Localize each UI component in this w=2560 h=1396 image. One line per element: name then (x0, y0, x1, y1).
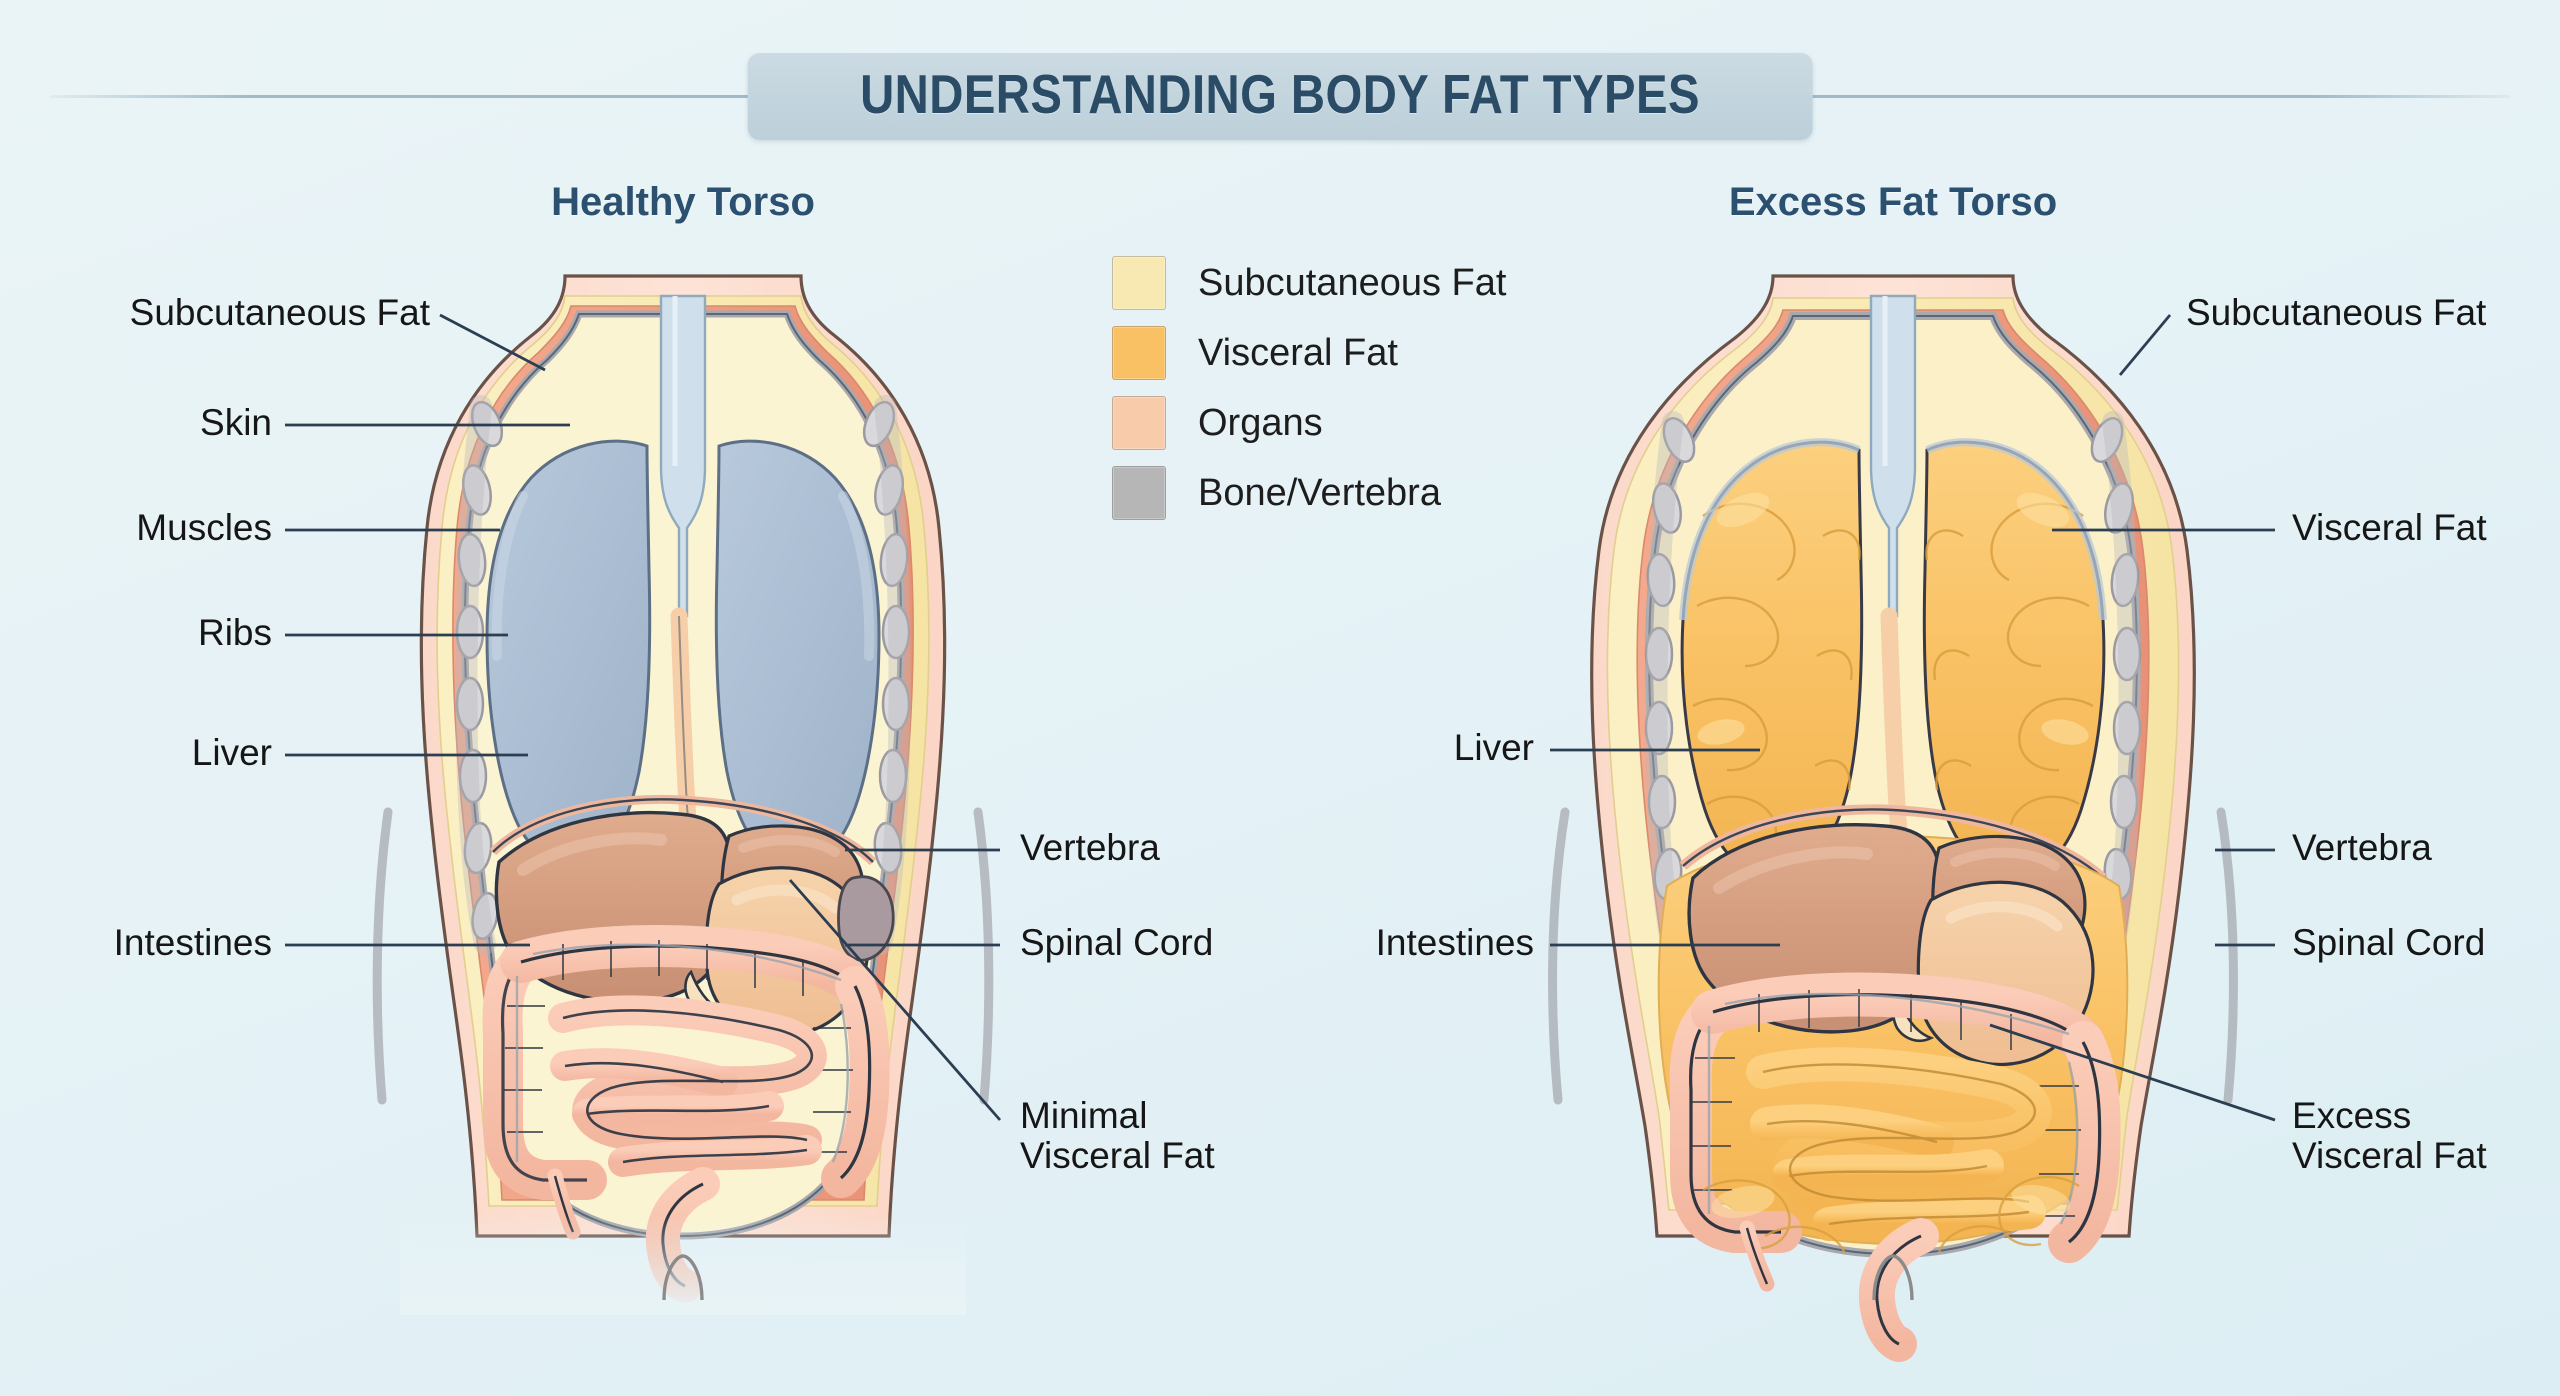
legend-swatch-visceral-fat (1112, 326, 1166, 380)
callout-excess-line1: Excess (2292, 1095, 2412, 1136)
panel-title-excess: Excess Fat Torso (1728, 180, 2058, 224)
callout-visceral-fat-right: Visceral Fat (2292, 507, 2487, 548)
leader-lines (285, 313, 2276, 1122)
callout-skin-left: Skin (200, 402, 272, 443)
legend-label-bone: Bone/Vertebra (1198, 471, 1441, 514)
torso-excess-illustration (1548, 276, 2238, 1344)
leader-excess-visceral-fat-right (1989, 1023, 2276, 1122)
callout-intestines-left: Intestines (113, 922, 272, 963)
leader-subcutaneous-fat-left (439, 313, 546, 372)
legend-item: Bone/Vertebra (1112, 458, 1506, 528)
legend-label-subcutaneous-fat: Subcutaneous Fat (1198, 261, 1507, 304)
legend-item: Subcutaneous Fat (1112, 248, 1506, 318)
panel-title-healthy: Healthy Torso (551, 180, 815, 224)
callout-minimal-visceral-fat-left: Minimal Visceral Fat (1020, 1096, 1215, 1176)
title-banner: UNDERSTANDING BODY FAT TYPES (747, 53, 1813, 140)
callout-minimal-line1: Minimal (1020, 1095, 1148, 1136)
legend-swatch-subcutaneous-fat (1112, 256, 1166, 310)
callout-minimal-line2: Visceral Fat (1020, 1134, 1215, 1176)
callout-vertebra-left: Vertebra (1020, 827, 1160, 868)
leader-subcutaneous-fat-right (2118, 314, 2172, 376)
torso-healthy-illustration (372, 276, 994, 1315)
callout-liver-left: Liver (191, 732, 272, 773)
legend-label-organs: Organs (1198, 401, 1323, 444)
callout-excess-visceral-fat-right: Excess Visceral Fat (2292, 1096, 2487, 1176)
callout-liver-right: Liver (1453, 727, 1534, 768)
legend-item: Visceral Fat (1112, 318, 1506, 388)
callout-vertebra-right: Vertebra (2292, 827, 2432, 868)
callout-subcutaneous-fat-left: Subcutaneous Fat (129, 292, 430, 333)
callout-intestines-right: Intestines (1375, 922, 1534, 963)
legend-label-visceral-fat: Visceral Fat (1198, 331, 1398, 374)
callout-excess-line2: Visceral Fat (2292, 1134, 2487, 1176)
callout-muscles-left: Muscles (136, 507, 272, 548)
callout-spinal-cord-right: Spinal Cord (2292, 922, 2486, 963)
callout-spinal-cord-left: Spinal Cord (1020, 922, 1214, 963)
callout-ribs-left: Ribs (197, 612, 272, 653)
legend-swatch-bone (1112, 466, 1166, 520)
legend-item: Organs (1112, 388, 1506, 458)
legend: Subcutaneous Fat Visceral Fat Organs Bon… (1112, 248, 1506, 528)
legend-swatch-organs (1112, 396, 1166, 450)
callout-subcutaneous-fat-right: Subcutaneous Fat (2186, 292, 2487, 333)
page-title: UNDERSTANDING BODY FAT TYPES (860, 63, 1700, 125)
leader-minimal-visceral-fat-left (788, 879, 1002, 1121)
